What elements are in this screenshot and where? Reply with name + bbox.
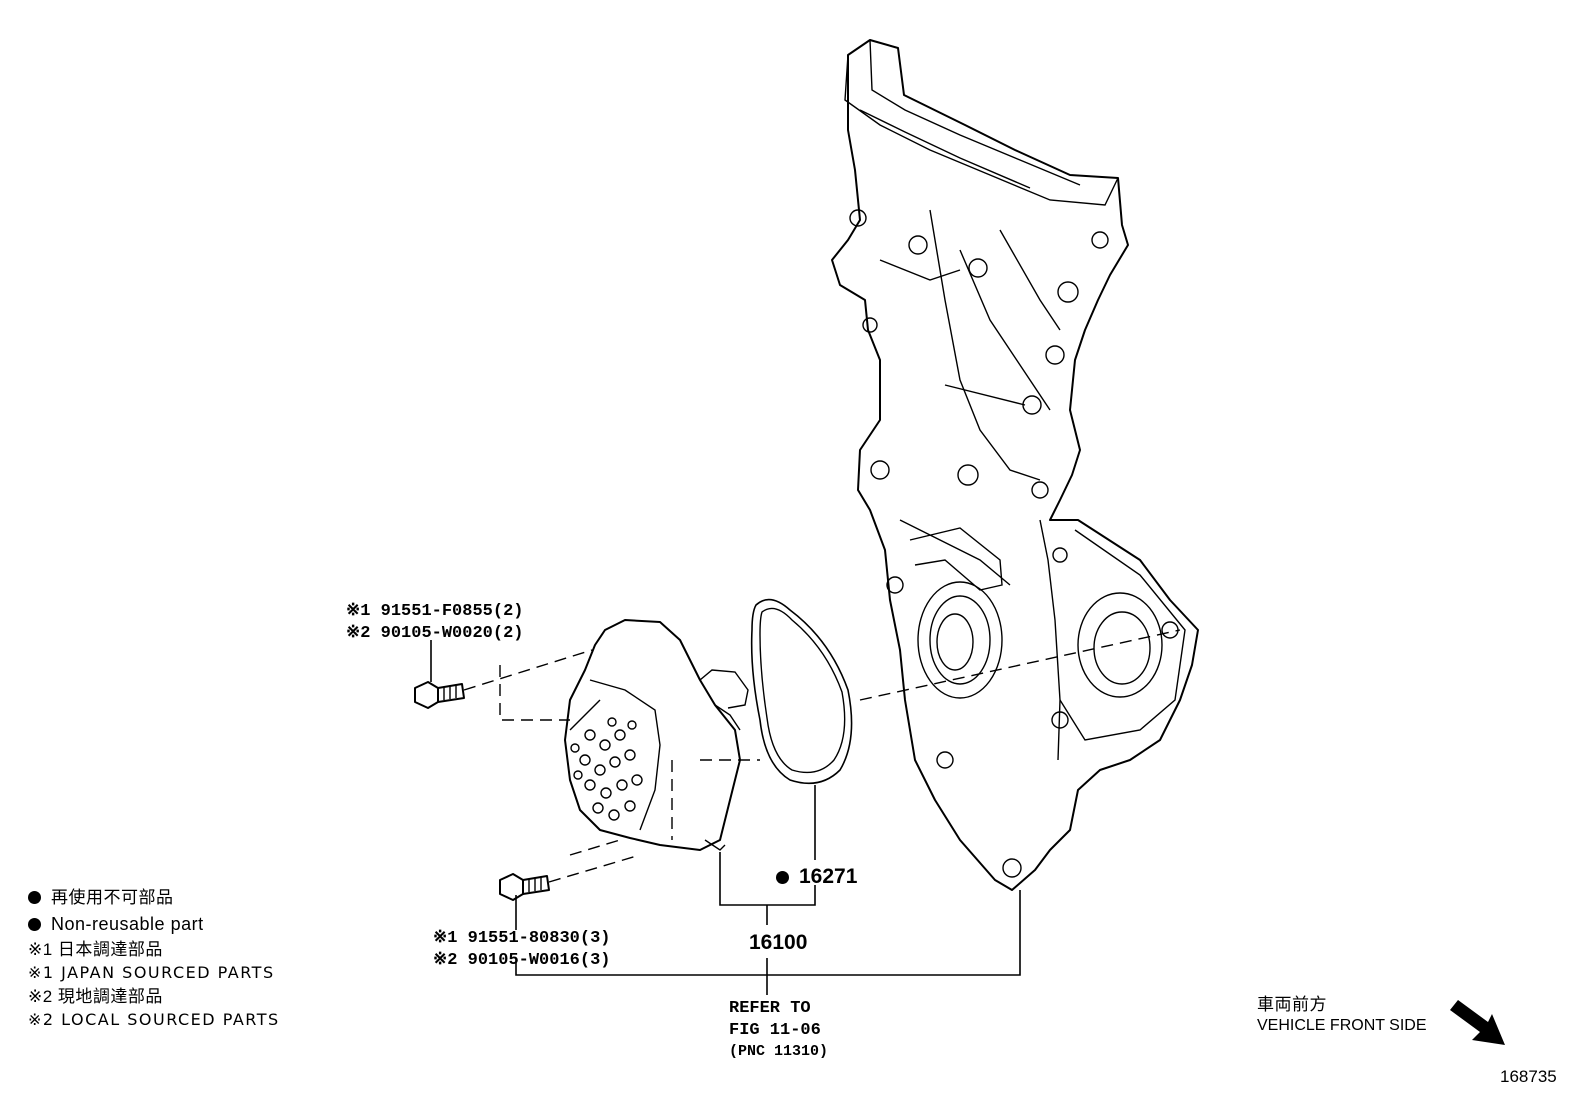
legend-local-sourced-jp: ※2 現地調達部品 (28, 987, 163, 1006)
legend-local-sourced-en: ※2 LOCAL SOURCED PARTS (28, 1010, 280, 1029)
timing-chain-cover[interactable] (831, 39, 1199, 891)
legend-non-reusable-en: Non-reusable part (28, 915, 204, 933)
lower-bolt-part-number-1[interactable]: ※1 91551-80830(3) (433, 929, 611, 948)
leader-lines (430, 640, 1021, 995)
vehicle-front-label-jp: 車両前方 (1257, 995, 1327, 1014)
refer-fig-link[interactable]: FIG 11-06 (729, 1021, 821, 1040)
legend-japan-sourced-en: ※1 JAPAN SOURCED PARTS (28, 963, 275, 982)
refer-to-label: REFER TO (729, 999, 811, 1018)
water-pump-part-number[interactable]: 16100 (749, 931, 808, 954)
lower-bolt[interactable] (499, 873, 550, 901)
bullet-dot-icon (28, 918, 41, 931)
assembly-lines (463, 629, 1181, 883)
non-reusable-dot-icon (776, 871, 789, 884)
gasket-part-number[interactable]: 16271 (776, 866, 857, 887)
refer-pnc-label: (PNC 11310) (729, 1043, 829, 1060)
pump-gasket[interactable] (750, 598, 853, 785)
legend-non-reusable-jp: 再使用不可部品 (28, 889, 174, 906)
water-pump[interactable] (564, 619, 749, 851)
diagram-id: 168735 (1500, 1067, 1557, 1086)
legend-japan-sourced-jp: ※1 日本調達部品 (28, 940, 163, 959)
lower-bolt-part-number-2[interactable]: ※2 90105-W0016(3) (433, 951, 611, 970)
upper-bolt[interactable] (414, 681, 465, 709)
vehicle-front-label-en: VEHICLE FRONT SIDE (1257, 1017, 1427, 1034)
vehicle-front-arrow-icon (1450, 1000, 1505, 1045)
upper-bolt-part-number-1[interactable]: ※1 91551-F0855(2) (346, 602, 524, 621)
upper-bolt-part-number-2[interactable]: ※2 90105-W0020(2) (346, 624, 524, 643)
bullet-dot-icon (28, 891, 41, 904)
